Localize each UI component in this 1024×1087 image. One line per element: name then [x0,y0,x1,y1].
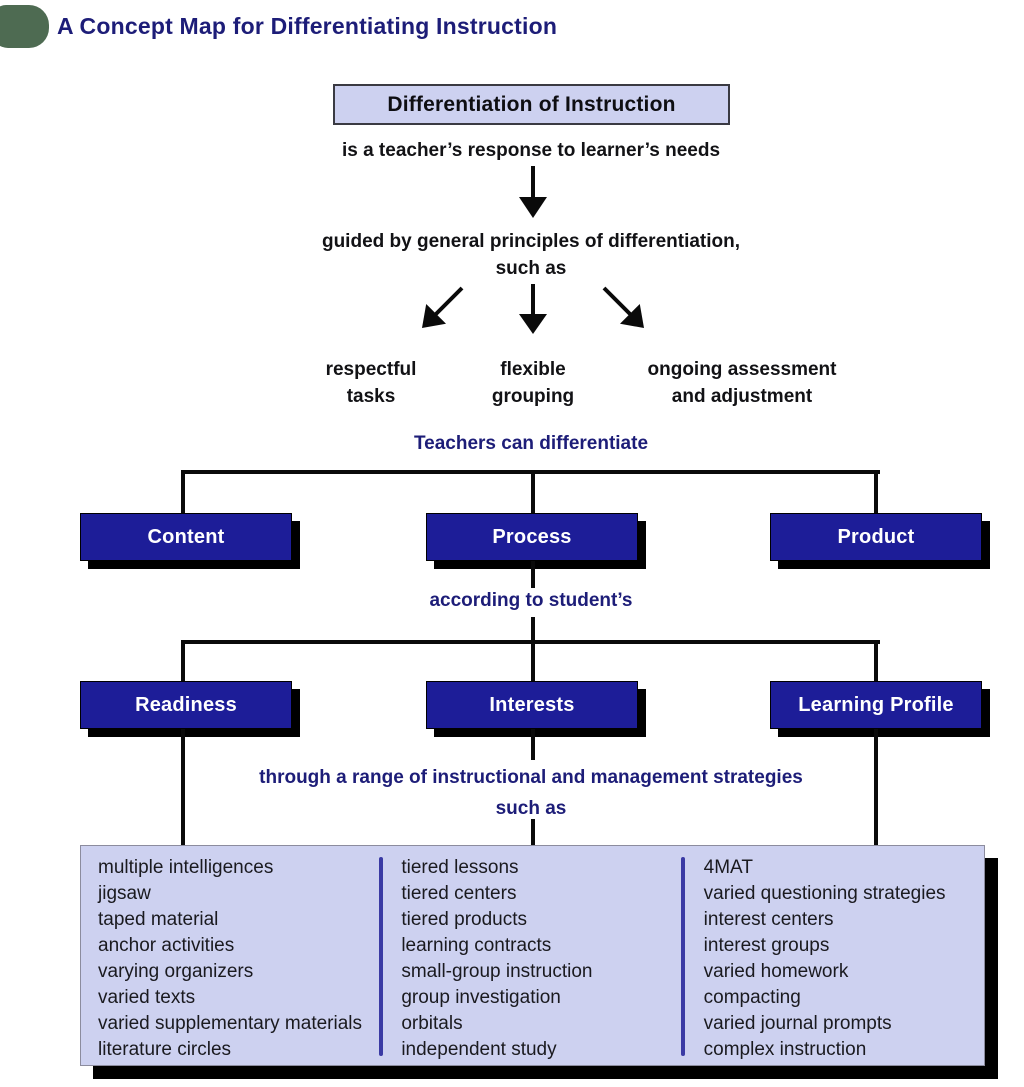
strategy-list-item: learning contracts [401,935,552,956]
strategy-list-item: tiered lessons [401,857,519,878]
node-content: Content [80,513,292,561]
caption-response: is a teacher’s response to learner’s nee… [341,140,721,161]
strategies-panel: multiple intelligences jigsaw taped materi… [80,845,985,1066]
strategy-list-item: tiered centers [401,883,517,904]
node-readiness: Readiness [80,681,292,729]
connector-vline-content [181,470,185,515]
caption-principles: guided by general principles of differen… [321,231,741,279]
strategy-list-item: varied texts [98,987,196,1008]
caption-differentiate: Teachers can differentiate [413,433,649,454]
page-title: A Concept Map for Differentiating Instru… [57,13,558,39]
section-bullet-icon [0,5,49,48]
connector-stub-below-according [531,617,535,642]
strategy-list-item: varied homework [703,961,849,982]
connector-stub-above-strategies [531,729,535,760]
root-node-differentiation: Differentiation of Instruction [333,84,730,125]
column-divider [681,857,685,1056]
caption-according: according to student’s [429,590,633,611]
caption-strategies: through a range of instructional and man… [259,767,803,819]
connector-vline-interests [531,640,535,683]
strategy-list-item: varied questioning strategies [703,883,946,904]
connector-hbar-top [181,470,880,474]
connector-stub-below-strategies [531,819,535,845]
principle-label-flexible-grouping: flexible grouping [491,359,575,407]
strategy-list-item: varied supplementary materials [98,1013,363,1034]
strategy-list-item: independent study [401,1039,557,1060]
strategies-column-interests: tiered lessons tiered centers tiered produ… [380,846,681,1065]
branch-arrows-icon [422,284,644,334]
connector-hbar-middle [181,640,880,644]
connector-vline-product [874,470,878,515]
strategy-list-item: tiered products [401,909,528,930]
node-interests: Interests [426,681,638,729]
strategy-list-item: varied journal prompts [703,1013,892,1034]
strategy-list-item: multiple intelligences [98,857,274,878]
strategy-list-item: compacting [703,987,801,1008]
strategy-list-item: 4MAT [703,857,753,878]
connector-long-left [181,729,185,845]
down-arrow-icon [519,166,547,218]
strategy-list-item: interest centers [703,909,834,930]
strategy-list-item: literature circles [98,1039,232,1060]
principle-label-ongoing-assessment: ongoing assessment and adjustment [647,359,837,407]
node-product: Product [770,513,982,561]
strategy-list-item: anchor activities [98,935,235,956]
node-process: Process [426,513,638,561]
connector-vline-readiness [181,640,185,683]
strategy-list-item: varying organizers [98,961,254,982]
strategy-list-item: small-group instruction [401,961,593,982]
strategies-column-learning-profile: 4MAT varied questioning strategies interes… [682,846,984,1065]
strategy-list-item: interest groups [703,935,830,956]
strategy-list-item: jigsaw [98,883,151,904]
node-learning-profile: Learning Profile [770,681,982,729]
strategies-column-readiness: multiple intelligences jigsaw taped materi… [81,846,380,1065]
connector-long-right [874,729,878,845]
connector-stub-above-according [531,561,535,588]
strategy-list-item: orbitals [401,1013,463,1034]
column-divider [379,857,383,1056]
connector-vline-learning-profile [874,640,878,683]
strategy-list-item: taped material [98,909,219,930]
connector-vline-process [531,470,535,515]
strategy-list-item: group investigation [401,987,561,1008]
strategy-list-item: complex instruction [703,1039,867,1060]
principle-label-respectful-tasks: respectful tasks [325,359,417,407]
